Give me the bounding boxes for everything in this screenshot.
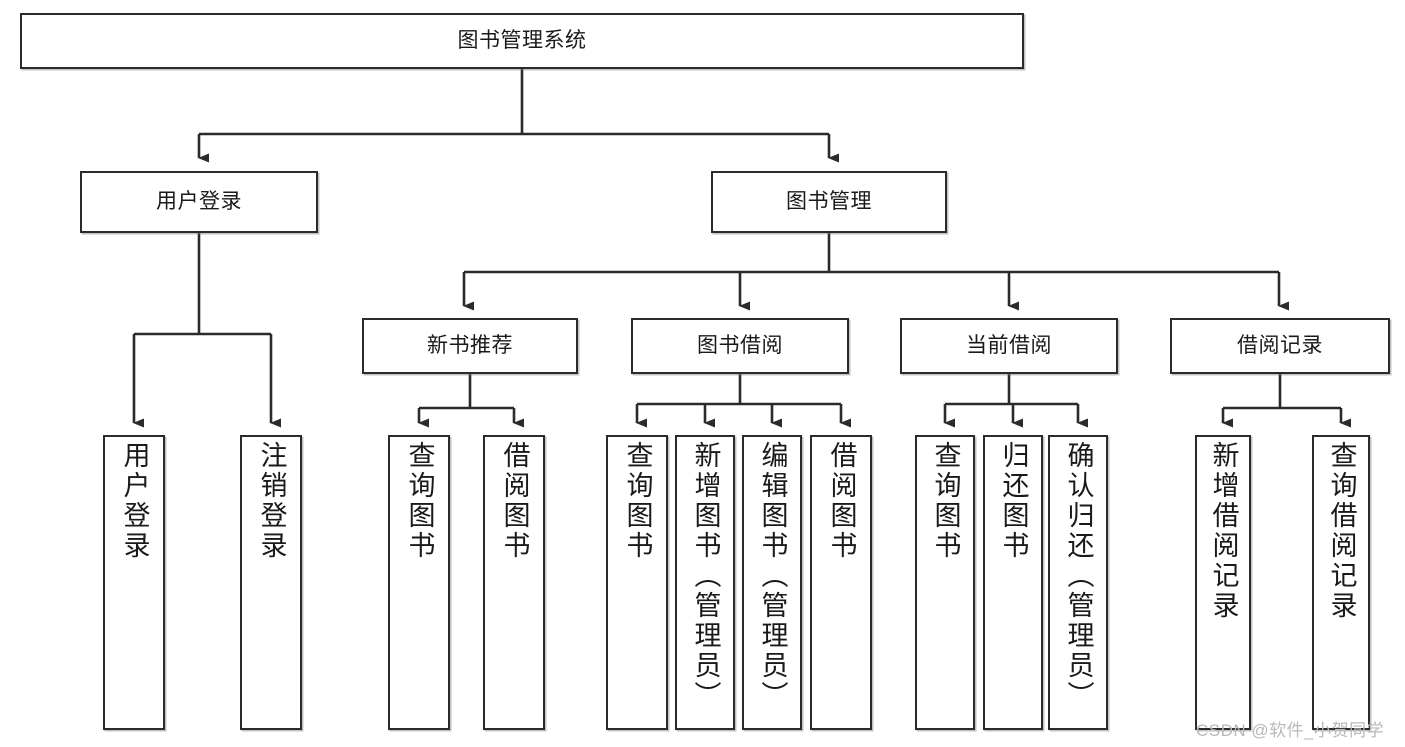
node-leaf-query-book-rec[interactable]: 查询图书 xyxy=(388,435,450,730)
node-root-label: 图书管理系统 xyxy=(457,28,587,52)
node-leaf-user-logout[interactable]: 注销登录 xyxy=(240,435,302,730)
node-leaf-query-book-cur-label: 查询图书 xyxy=(930,441,961,561)
node-leaf-user-login-label: 用户登录 xyxy=(119,441,150,561)
node-leaf-return-book[interactable]: 归还图书 xyxy=(983,435,1043,730)
node-leaf-add-book[interactable]: 新增图书（管理员） xyxy=(675,435,735,730)
node-leaf-add-record[interactable]: 新增借阅记录 xyxy=(1195,435,1251,730)
node-leaf-query-book-cur[interactable]: 查询图书 xyxy=(915,435,975,730)
node-new-book-rec-label: 新书推荐 xyxy=(427,333,513,357)
node-leaf-user-login[interactable]: 用户登录 xyxy=(103,435,165,730)
node-leaf-add-record-label: 新增借阅记录 xyxy=(1208,441,1239,621)
node-leaf-borrow-book-rec[interactable]: 借阅图书 xyxy=(483,435,545,730)
node-book-borrow[interactable]: 图书借阅 xyxy=(631,318,849,374)
node-leaf-confirm-return-label: 确认归还（管理员） xyxy=(1063,441,1094,711)
node-user-login[interactable]: 用户登录 xyxy=(80,171,318,233)
node-leaf-query-book[interactable]: 查询图书 xyxy=(606,435,668,730)
node-leaf-query-book-rec-label: 查询图书 xyxy=(404,441,435,561)
node-leaf-query-record[interactable]: 查询借阅记录 xyxy=(1312,435,1370,730)
node-leaf-user-logout-label: 注销登录 xyxy=(256,441,287,561)
node-book-manage-label: 图书管理 xyxy=(786,189,872,213)
node-user-login-label: 用户登录 xyxy=(156,189,242,213)
node-leaf-borrow-book[interactable]: 借阅图书 xyxy=(810,435,872,730)
node-root[interactable]: 图书管理系统 xyxy=(20,13,1024,69)
node-book-borrow-label: 图书借阅 xyxy=(697,333,783,357)
node-borrow-record[interactable]: 借阅记录 xyxy=(1170,318,1390,374)
node-new-book-rec[interactable]: 新书推荐 xyxy=(362,318,578,374)
node-book-manage[interactable]: 图书管理 xyxy=(711,171,947,233)
csdn-watermark: CSDN @软件_小贺同学 xyxy=(1196,721,1385,740)
node-leaf-edit-book[interactable]: 编辑图书（管理员） xyxy=(742,435,802,730)
node-leaf-borrow-book-rec-label: 借阅图书 xyxy=(499,441,530,561)
node-leaf-query-book-label: 查询图书 xyxy=(622,441,653,561)
node-current-borrow[interactable]: 当前借阅 xyxy=(900,318,1118,374)
node-leaf-borrow-book-label: 借阅图书 xyxy=(826,441,857,561)
node-borrow-record-label: 借阅记录 xyxy=(1237,333,1323,357)
node-current-borrow-label: 当前借阅 xyxy=(966,333,1052,357)
node-leaf-confirm-return[interactable]: 确认归还（管理员） xyxy=(1048,435,1108,730)
node-leaf-add-book-label: 新增图书（管理员） xyxy=(690,441,721,711)
node-leaf-return-book-label: 归还图书 xyxy=(998,441,1029,561)
node-leaf-edit-book-label: 编辑图书（管理员） xyxy=(757,441,788,711)
node-leaf-query-record-label: 查询借阅记录 xyxy=(1326,441,1357,621)
